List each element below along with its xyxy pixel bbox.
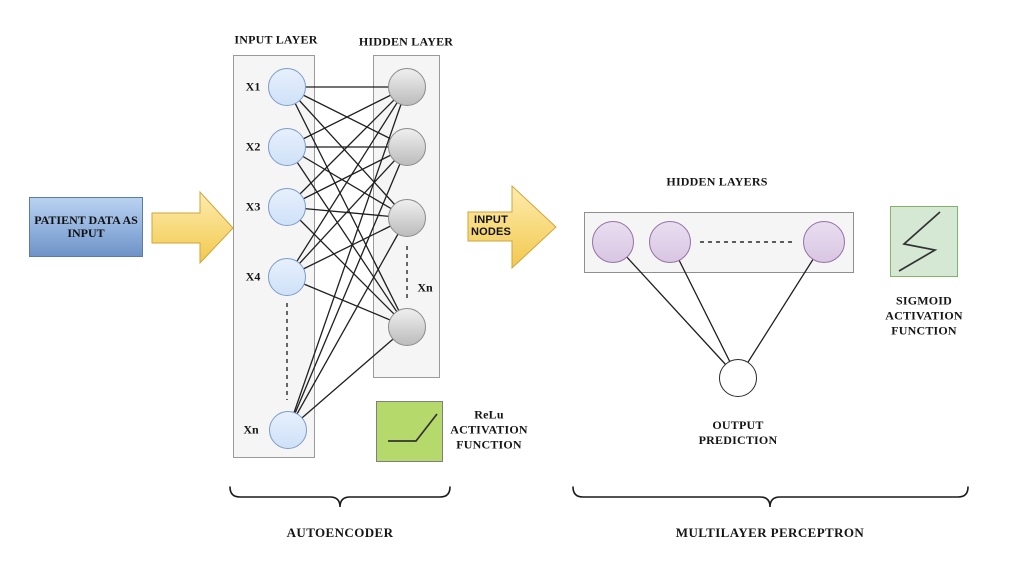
output-prediction-label: OUTPUT PREDICTION	[698, 418, 778, 447]
connection-line	[286, 146, 408, 328]
connection-line	[286, 217, 408, 278]
relu-activation-label: ReLu ACTIVATION FUNCTION	[450, 407, 528, 452]
output-node	[719, 359, 757, 397]
connection-line	[286, 86, 408, 278]
input-node-x1	[268, 68, 306, 106]
hidden-node-n	[388, 308, 426, 346]
input-node-x2	[268, 128, 306, 166]
sigmoid-activation-label: SIGMOID ACTIVATION FUNCTION	[885, 293, 963, 338]
mlp-hidden-node-1	[592, 221, 634, 263]
patient-data-box: PATIENT DATA AS INPUT	[29, 197, 143, 257]
input-node-label-x3: X3	[245, 199, 261, 214]
relu-curve-icon	[388, 413, 438, 442]
connection-line	[669, 241, 739, 379]
mlp-hidden-node-n	[803, 221, 845, 263]
sigmoid-activation-box	[890, 206, 958, 277]
relu-activation-box	[376, 401, 443, 462]
hidden-node-2	[388, 128, 426, 166]
connection-line	[286, 86, 408, 328]
connection-line	[286, 276, 408, 328]
input-nodes-arrow-icon	[467, 184, 557, 270]
input-node-x3	[268, 188, 306, 226]
mlp-hidden-layers-title: HIDDEN LAYERS	[666, 174, 768, 189]
connection-line	[286, 86, 408, 148]
input-node-x4	[268, 258, 306, 296]
hidden-layer-title: HIDDEN LAYER	[358, 34, 454, 49]
patient-data-label: PATIENT DATA AS INPUT	[34, 213, 138, 240]
connection-line	[286, 206, 408, 328]
connection-line	[737, 241, 825, 379]
connection-line	[287, 326, 408, 431]
mlp-connections	[612, 241, 825, 379]
hidden-node-1	[388, 68, 426, 106]
input-node-label-xn: Xn	[243, 422, 259, 437]
mlp-brace-label: MULTILAYER PERCEPTRON	[675, 525, 865, 540]
connection-line	[287, 146, 408, 431]
connection-line	[286, 146, 408, 278]
flow-arrow-icon	[151, 190, 234, 265]
autoencoder-brace-label: AUTOENCODER	[286, 525, 394, 540]
autoencoder-brace	[229, 486, 451, 508]
connection-line	[286, 146, 408, 208]
connection-line	[286, 86, 408, 208]
connection-line	[612, 241, 739, 379]
mlp-hidden-node-2	[649, 221, 691, 263]
input-nodes-arrow-label: INPUT NODES	[470, 214, 512, 238]
mlp-brace	[572, 486, 969, 508]
input-node-xn	[269, 411, 307, 449]
input-layer-title: INPUT LAYER	[234, 32, 318, 47]
input-node-label-x2: X2	[245, 139, 261, 154]
input-node-label-x1: X1	[245, 79, 261, 94]
sigmoid-curve-icon	[898, 211, 941, 272]
input-node-label-x4: X4	[245, 269, 261, 284]
hidden-node-3	[388, 199, 426, 237]
autoencoder-connections	[286, 86, 408, 431]
connection-line	[287, 217, 408, 431]
hidden-node-label-xn: Xn	[417, 280, 433, 295]
connection-line	[287, 86, 408, 431]
